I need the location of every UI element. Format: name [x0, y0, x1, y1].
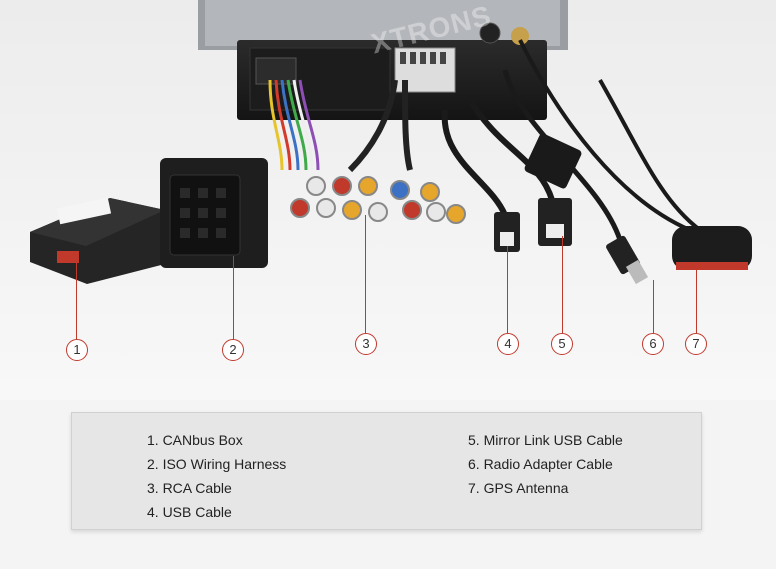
legend-item-usb-cable: 4. USB Cable: [147, 504, 232, 520]
legend-left-column: 1. CANbus Box 2. ISO Wiring Harness 3. R…: [147, 428, 286, 524]
callout-4: 4: [497, 333, 519, 355]
legend-item-rca-cable: 3. RCA Cable: [147, 480, 232, 496]
gps-antenna: [518, 39, 752, 270]
legend-panel: 1. CANbus Box 2. ISO Wiring Harness 3. R…: [71, 412, 702, 530]
legend-item-mirror-link-usb-cable: 5. Mirror Link USB Cable: [468, 432, 623, 448]
leader-line-1: [76, 262, 77, 339]
iso-harness-connector: [160, 158, 268, 268]
callout-7: 7: [685, 333, 707, 355]
legend-item-canbus-box: 1. CANbus Box: [147, 432, 243, 448]
radio-adapter-cable: [502, 69, 649, 285]
callout-3: 3: [355, 333, 377, 355]
callout-2: 2: [222, 339, 244, 361]
legend-item-iso-wiring-harness: 2. ISO Wiring Harness: [147, 456, 287, 472]
leader-line-3: [365, 215, 366, 333]
usb-cables: [441, 98, 582, 252]
callout-6: 6: [642, 333, 664, 355]
legend-right-column: 5. Mirror Link USB Cable 6. Radio Adapte…: [468, 428, 623, 500]
product-photo: [0, 0, 776, 400]
legend-item-gps-antenna: 7. GPS Antenna: [468, 480, 569, 496]
callout-5: 5: [551, 333, 573, 355]
leader-line-2: [233, 256, 234, 339]
rca-cable-bundle: [290, 79, 466, 224]
leader-line-6: [653, 280, 654, 333]
legend-item-radio-adapter-cable: 6. Radio Adapter Cable: [468, 456, 613, 472]
leader-line-5: [562, 236, 563, 333]
unit-wiring: [268, 79, 320, 171]
head-unit-rear: [198, 0, 568, 171]
canbus-box: [30, 197, 165, 284]
callout-1: 1: [66, 339, 88, 361]
leader-line-7: [696, 268, 697, 333]
leader-line-4: [507, 246, 508, 333]
